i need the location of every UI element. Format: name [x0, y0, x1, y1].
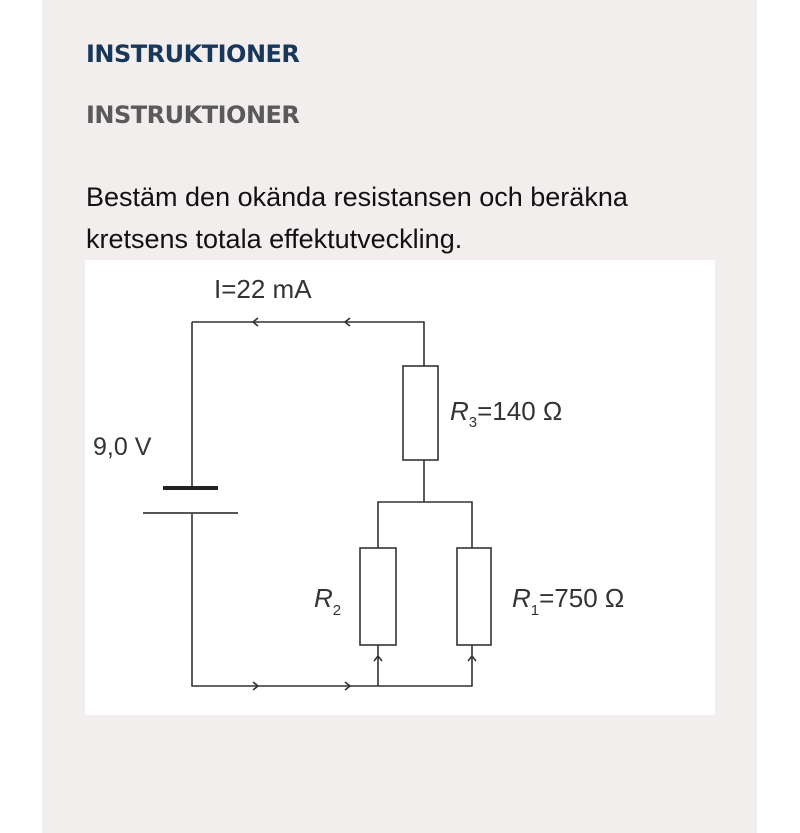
r1-label: R1=750 Ω [512, 583, 624, 619]
current-arrow-icon [252, 681, 260, 691]
circuit-diagram: I=22 mA 9,0 V R3=140 Ω R2 R1=750 Ω [85, 260, 715, 715]
current-arrow-icon [251, 317, 259, 327]
current-arrow-icon [373, 654, 383, 662]
wire-top [192, 321, 425, 366]
circuit-svg: I=22 mA 9,0 V R3=140 Ω R2 R1=750 Ω [93, 274, 624, 691]
current-arrow-icon [343, 317, 351, 327]
current-arrow-icon [467, 654, 477, 662]
r2-label: R2 [314, 583, 341, 619]
resistor-r1 [456, 547, 492, 646]
resistor-r2 [359, 547, 397, 646]
instruction-text: Bestäm den okända resistansen och beräkn… [86, 182, 628, 254]
wire-branch [377, 501, 473, 548]
current-arrow-icon [344, 681, 352, 691]
resistor-r3 [402, 365, 439, 461]
section-heading: INSTRUKTIONER [86, 40, 300, 68]
r3-label: R3=140 Ω [450, 396, 562, 431]
current-label: I=22 mA [214, 274, 312, 304]
wire-left-lower [191, 513, 473, 687]
voltage-label: 9,0 V [93, 433, 152, 461]
section-subheading: INSTRUKTIONER [86, 101, 300, 129]
